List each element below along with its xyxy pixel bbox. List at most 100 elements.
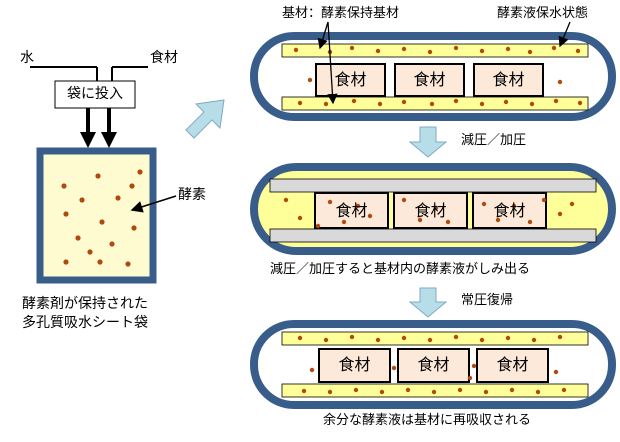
enzyme-dot xyxy=(575,48,581,54)
food-block xyxy=(472,192,547,229)
enzyme-dot xyxy=(457,387,463,393)
enzyme-dot xyxy=(327,199,333,205)
enzyme-dot xyxy=(401,197,407,203)
enzyme-dot xyxy=(405,387,411,393)
enzyme-dot xyxy=(551,45,557,51)
food-label: 食材 xyxy=(334,70,367,89)
enzyme-dot xyxy=(379,389,385,395)
food-block xyxy=(397,348,470,383)
enzyme-dot xyxy=(349,45,355,51)
bag-step-box xyxy=(54,80,136,109)
enzyme-dot xyxy=(309,367,315,373)
retention-label: 酵素液保水状態 xyxy=(497,6,589,21)
food-input-label: 食材 xyxy=(150,50,178,66)
enzyme-dot xyxy=(401,46,407,52)
enzyme-dot xyxy=(131,225,137,231)
enzyme-dot xyxy=(323,337,329,343)
enzyme-dot xyxy=(433,205,439,211)
enzyme-dot xyxy=(553,369,559,375)
enzyme-dot xyxy=(481,201,487,207)
food-block xyxy=(314,192,389,229)
enzyme-dot xyxy=(327,389,333,395)
enzyme-dot xyxy=(569,201,575,207)
enzyme-dot xyxy=(467,375,473,381)
enzyme-dot xyxy=(535,389,541,395)
enzyme-dot xyxy=(297,215,303,221)
enzyme-label: 酵素 xyxy=(178,187,206,203)
enzyme-dot xyxy=(527,49,533,55)
enzyme-dot xyxy=(97,259,103,265)
enzyme-dot xyxy=(137,169,143,175)
down-arrows xyxy=(80,108,117,148)
enzyme-dot xyxy=(377,101,383,107)
enzyme-dot xyxy=(479,337,485,343)
enzyme-dot xyxy=(527,219,533,225)
enzyme-dot xyxy=(341,219,347,225)
enzyme-dot xyxy=(471,363,477,369)
enzyme-dot xyxy=(453,45,459,51)
enzyme-dot xyxy=(531,337,537,343)
enzyme-dot xyxy=(375,337,381,343)
enzyme-dot xyxy=(87,249,93,255)
enzyme-dot xyxy=(63,259,69,265)
step-normal-label: 常圧復帰 xyxy=(461,293,514,308)
food-block xyxy=(473,63,544,97)
enzyme-dot xyxy=(297,100,303,106)
capsule2-enzyme-dots xyxy=(283,197,575,229)
enzyme-dot xyxy=(417,217,423,223)
enzyme-dot xyxy=(109,241,115,247)
enzyme-dot xyxy=(401,99,407,105)
enzyme-dot xyxy=(315,223,321,229)
bag-caption-line2: 多孔質吸水シート袋 xyxy=(22,315,148,331)
enzyme-dot xyxy=(561,387,567,393)
enzyme-dot xyxy=(427,337,433,343)
food-block xyxy=(394,63,465,97)
enzyme-dot xyxy=(401,335,407,341)
enzyme-dot xyxy=(391,365,397,371)
enzyme-dot xyxy=(79,197,85,203)
enzyme-dot xyxy=(75,235,81,241)
food-label: 食材 xyxy=(335,201,368,220)
enzyme-dot xyxy=(509,387,515,393)
enzyme-dot xyxy=(505,335,511,341)
bag-caption-line1: 酵素剤が保持された xyxy=(22,296,148,312)
enzyme-dot xyxy=(479,48,485,54)
bottom-caption: 余分な酵素液は基材に再吸収される xyxy=(323,413,532,428)
transition-arrow xyxy=(185,99,225,139)
enzyme-dot xyxy=(503,99,509,105)
enzyme-dot xyxy=(297,335,303,341)
enzyme-dot xyxy=(351,98,357,104)
enzyme-dot xyxy=(541,197,547,203)
enzyme-dot xyxy=(307,77,313,83)
food-label: 食材 xyxy=(493,201,526,220)
enzyme-dot xyxy=(495,217,501,223)
enzyme-dot xyxy=(63,211,69,217)
enzyme-dot xyxy=(99,219,105,225)
bag-step-label: 袋に投入 xyxy=(67,86,123,102)
enzyme-dot xyxy=(577,100,583,106)
capsule-reabsorb xyxy=(250,320,616,409)
enzyme-dot xyxy=(505,46,511,52)
enzyme-dot xyxy=(353,387,359,393)
enzyme-dot xyxy=(125,261,131,267)
food-block xyxy=(476,348,549,383)
enzyme-dot xyxy=(129,183,135,189)
enzyme-dot xyxy=(557,79,563,85)
enzyme-dot xyxy=(553,98,559,104)
enzyme-dot xyxy=(293,47,299,53)
step-arrow-2 xyxy=(408,287,448,318)
food-block xyxy=(318,348,391,383)
enzyme-sheet-bag xyxy=(36,147,157,284)
water-label: 水 xyxy=(20,50,34,66)
substrate-label: 基材：酵素保持基材 xyxy=(282,6,400,21)
middle-caption: 減圧／加圧すると基材内の酵素液がしみ出る xyxy=(270,262,531,277)
enzyme-dot xyxy=(355,203,361,209)
enzyme-dot xyxy=(431,389,437,395)
enzyme-dot xyxy=(95,173,101,179)
enzyme-dot xyxy=(367,213,373,219)
enzyme-dot xyxy=(375,48,381,54)
food-label: 食材 xyxy=(492,70,525,89)
enzyme-dot xyxy=(557,334,563,340)
enzyme-pointer xyxy=(130,195,177,213)
